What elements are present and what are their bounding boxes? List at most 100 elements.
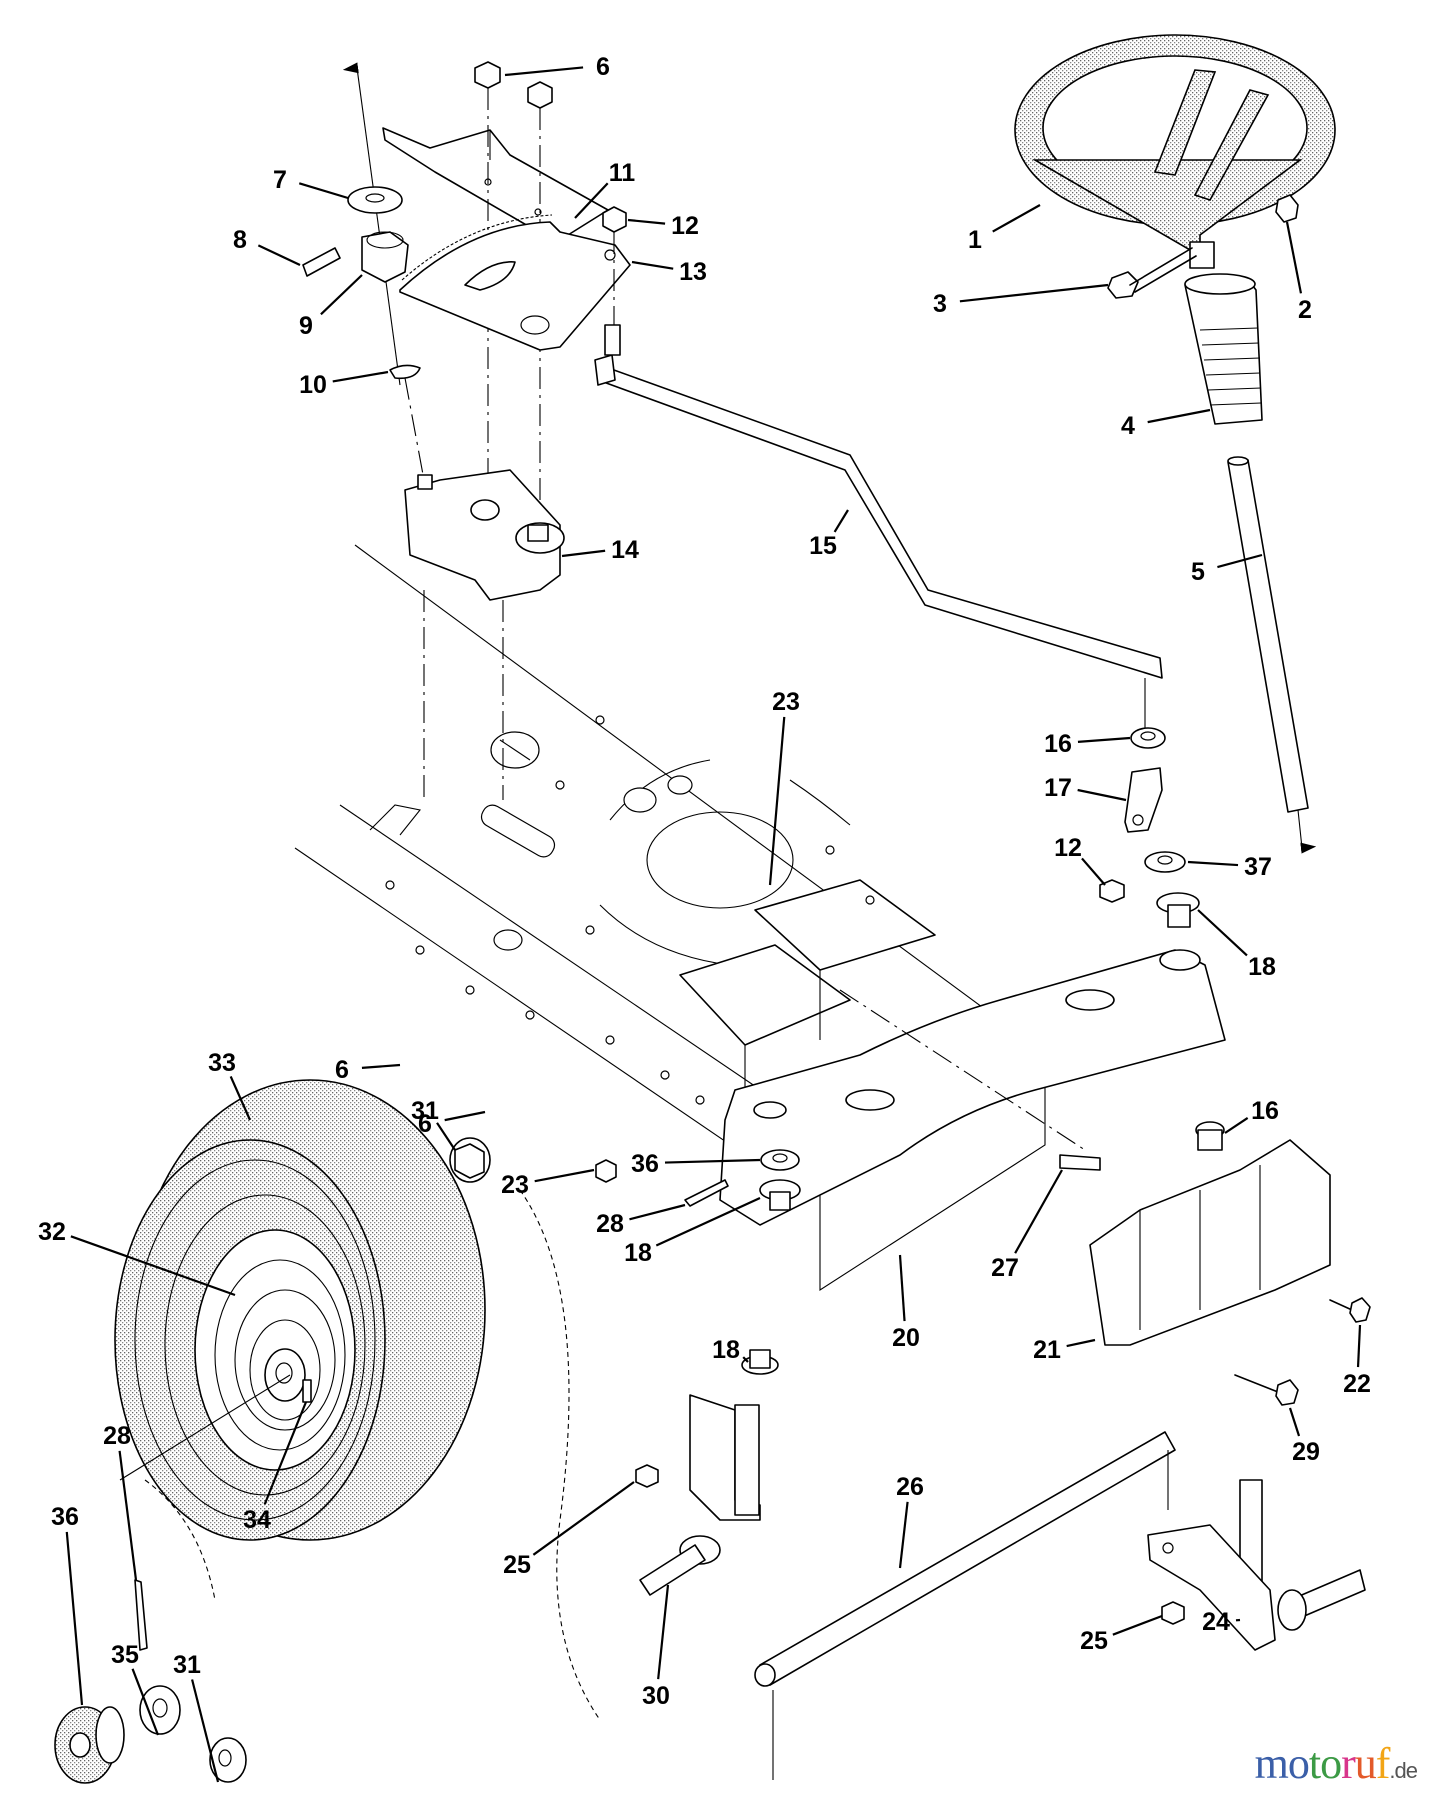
callout-washer: 35 [111,1641,160,1736]
leader-line [1285,221,1303,294]
spindle-left-30 [639,1394,761,1596]
watermark-letter: u [1354,1739,1377,1788]
part-number-label: 8 [233,226,247,254]
front-axle-20 [719,949,1226,1226]
leader-line [561,549,606,558]
callout-tire: 33 [208,1049,252,1121]
bushing-18-lower [741,1349,779,1375]
callout-spindle-right: 24 [1202,1608,1241,1636]
leader-line [655,1196,761,1247]
callout-valve-stem: 34 [243,1401,308,1534]
part-number-label: 29 [1292,1438,1320,1466]
part-number-label: 23 [772,688,800,716]
callout-key: 10 [299,370,389,399]
callout-pin: 8 [233,226,301,266]
leader-line [532,1481,635,1556]
part-number-label: 30 [642,1682,670,1710]
cotter-pin-28-axle [684,1179,729,1207]
part-number-label: 34 [243,1506,271,1534]
part-number-label: 28 [596,1210,624,1238]
callout-washer: 7 [273,166,349,200]
leader-line [1014,1169,1063,1254]
part-number-label: 25 [503,1551,531,1579]
leader-line [257,244,301,266]
callout-steering-arm: 17 [1044,774,1127,802]
part-number-label: 32 [38,1218,66,1246]
callout-nut: 23 [768,688,800,886]
callout-tie-rod: 26 [896,1473,924,1569]
leader-line [898,1254,906,1322]
part-number-label: 9 [299,312,313,340]
leader-line [191,1679,220,1783]
part-number-label: 6 [335,1056,349,1084]
wheel-tire-33 [114,1079,601,1721]
leader-line [992,204,1041,233]
watermark-text: motoruf [1254,1739,1391,1788]
part-number-label: 12 [671,212,699,240]
part-number-label: 18 [1248,953,1276,981]
leader-line [627,218,666,225]
watermark-logo: motoruf.de [1254,1739,1418,1788]
column-boot [1184,273,1263,425]
leader-line [1077,788,1127,802]
part-number-label: 15 [809,532,837,560]
callout-bracket: 11 [574,159,635,219]
lock-nut-25-left [635,1464,659,1488]
pin-8 [302,247,341,277]
watermark-letter: f [1375,1739,1391,1788]
leader-line [320,274,363,316]
spacer-27 [1059,1154,1101,1171]
part-number-label: 31 [173,1651,201,1679]
steering-arm-17 [1124,767,1163,833]
callout-lock-nut: 12 [627,212,699,240]
leader-line [631,260,674,270]
callout-lock-nut: 25 [1080,1614,1163,1655]
part-number-label: 20 [892,1324,920,1352]
bolt-29 [1234,1374,1299,1406]
leader-line [229,1075,252,1121]
callout-lock-nut: 25 [503,1481,635,1579]
leader-line [768,716,786,886]
leader-line [332,370,389,383]
callout-bolt: 29 [1288,1407,1320,1466]
watermark-letter: o [1287,1739,1310,1788]
leader-line [833,509,849,533]
leader-line [1187,860,1239,867]
lock-nut-25-right [1161,1601,1185,1625]
leader-line [742,1356,749,1363]
callout-cotter-pin: 28 [596,1203,686,1238]
part-number-label: 6 [596,53,610,81]
key-10 [389,364,425,481]
part-number-label: 25 [1080,1627,1108,1655]
callout-spindle-left: 30 [642,1584,670,1710]
callout-spacer: 27 [991,1169,1063,1282]
valve-stem-34 [302,1379,312,1403]
part-number-label: 12 [1054,834,1082,862]
part-number-label: 36 [631,1150,659,1178]
part-number-label: 16 [1044,730,1072,758]
callout-sector-gear: 13 [631,258,707,286]
cotter-pin-28-wheel [134,1579,148,1651]
leader-line [1066,1338,1096,1348]
callout-lock-nut: 12 [1054,834,1106,886]
bolt-3 [1107,247,1197,299]
callout-washer: 37 [1187,853,1272,881]
leader-line [898,1501,909,1569]
leader-line [1197,909,1248,957]
part-number-label: 31 [411,1097,439,1125]
lock-nut-12-top [602,206,627,325]
callout-bushing: 18 [624,1196,761,1267]
callout-bolt: 22 [1343,1324,1371,1398]
leader-line [131,1668,160,1736]
leader-line [574,182,609,219]
watermark-letter: m [1254,1739,1289,1788]
watermark-suffix: .de [1389,1758,1418,1783]
part-number-label: 5 [1191,558,1205,586]
leader-line [118,1450,138,1581]
boot-ribs [1199,327,1262,406]
callout-bushing: 16 [1044,730,1131,758]
callout-bolt: 6 [418,1110,486,1138]
part-number-label: 6 [418,1110,432,1138]
callout-bolt: 6 [504,53,610,81]
